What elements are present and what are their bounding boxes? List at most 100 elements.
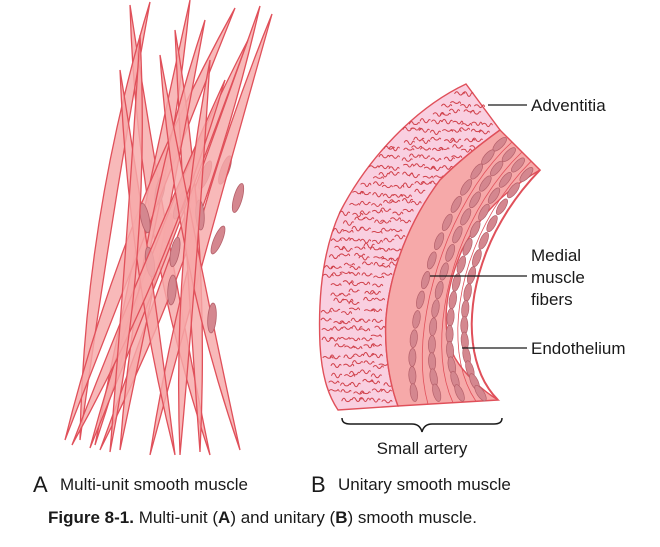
connective-squiggle <box>351 397 363 403</box>
connective-squiggle <box>349 307 361 311</box>
connective-squiggle <box>380 388 392 394</box>
muscle-fiber <box>149 13 273 456</box>
connective-squiggle <box>444 139 456 143</box>
connective-squiggle <box>341 311 353 316</box>
connective-squiggle <box>378 164 390 170</box>
connective-squiggle <box>363 344 375 349</box>
connective-squiggle <box>333 297 345 303</box>
medial-cell-nucleus <box>478 232 489 250</box>
medial-cell-nucleus <box>495 198 508 215</box>
medial-cell-nucleus <box>420 270 431 290</box>
caption-text-3: ) smooth muscle. <box>347 508 477 527</box>
connective-squiggle <box>383 145 395 150</box>
connective-squiggle <box>330 292 342 297</box>
connective-squiggle <box>359 226 371 231</box>
connective-squiggle <box>371 308 383 313</box>
connective-squiggle <box>408 153 420 158</box>
connective-squiggle <box>339 237 351 241</box>
medial-cell-boundary <box>421 141 513 405</box>
connective-squiggle <box>409 173 421 179</box>
connective-squiggle <box>420 180 432 185</box>
medial-cell-nucleus <box>412 310 421 329</box>
connective-squiggle <box>429 129 441 135</box>
connective-squiggle <box>410 127 422 131</box>
connective-squiggle <box>341 397 353 403</box>
connective-squiggle <box>330 283 342 287</box>
connective-squiggle <box>339 210 351 216</box>
connective-squiggle <box>460 104 472 109</box>
medial-cell-nucleus <box>445 324 454 344</box>
connective-squiggle <box>441 103 453 108</box>
medial-cell-nucleus <box>433 232 445 250</box>
figure-number: Figure 8-1. <box>48 508 134 527</box>
connective-squiggle <box>331 272 343 277</box>
medial-cell-nucleus <box>441 213 453 232</box>
connective-squiggle <box>422 175 434 179</box>
connective-squiggle <box>462 91 474 97</box>
connective-squiggle <box>464 138 476 143</box>
medial-cell-nucleus <box>501 147 516 162</box>
connective-squiggle <box>374 325 386 330</box>
connective-squiggle <box>370 373 382 379</box>
connective-squiggle <box>441 118 453 125</box>
connective-squiggle <box>363 216 375 221</box>
connective-squiggle <box>351 346 363 350</box>
connective-squiggle <box>373 297 385 301</box>
medial-cell-nucleus <box>461 299 470 319</box>
connective-squiggle <box>340 389 352 393</box>
connective-squiggle <box>342 298 354 303</box>
medial-cell-nucleus <box>490 160 504 177</box>
connective-squiggle <box>400 194 412 199</box>
connective-squiggle <box>331 372 343 379</box>
connective-squiggle <box>370 334 382 338</box>
connective-squiggle <box>411 145 423 149</box>
connective-squiggle <box>418 127 430 133</box>
figure-caption: Figure 8-1. Multi-unit (A) and unitary (… <box>48 508 477 528</box>
connective-squiggle <box>383 199 395 204</box>
connective-squiggle <box>328 380 340 384</box>
medial-cell-nucleus <box>460 179 473 196</box>
connective-squiggle <box>391 228 403 233</box>
connective-squiggle <box>363 352 375 358</box>
muscle-fiber <box>159 54 241 451</box>
connective-squiggle <box>471 121 483 126</box>
connective-squiggle <box>320 317 332 322</box>
connective-squiggle <box>371 318 383 323</box>
medial-cell-nucleus <box>434 280 444 300</box>
medial-cell-nucleus <box>408 348 417 367</box>
connective-squiggle <box>358 397 370 402</box>
medial-cell-nucleus <box>463 283 472 302</box>
connective-squiggle <box>470 128 482 133</box>
connective-squiggle <box>452 144 464 149</box>
connective-squiggle <box>402 197 414 204</box>
connective-squiggle <box>362 261 374 266</box>
connective-squiggle <box>481 122 493 128</box>
small-artery-illustration <box>318 83 542 411</box>
medial-cell-nucleus <box>469 191 481 209</box>
connective-squiggle <box>339 320 351 325</box>
connective-squiggle <box>378 153 390 159</box>
connective-squiggle <box>341 247 353 252</box>
connective-squiggle <box>402 208 414 213</box>
connective-squiggle <box>438 146 450 150</box>
connective-squiggle <box>389 199 401 203</box>
connective-squiggle <box>450 129 462 133</box>
connective-squiggle <box>448 108 460 114</box>
fiber-nucleus <box>169 236 181 268</box>
medial-cell-nucleus <box>456 255 467 274</box>
connective-squiggle <box>410 200 422 206</box>
connective-squiggle <box>343 363 355 367</box>
connective-squiggle <box>340 382 352 387</box>
adventitia-connective-tissue <box>320 91 493 404</box>
medial-cell-nucleus <box>448 290 457 310</box>
connective-squiggle <box>339 253 351 257</box>
fiber-nucleus <box>210 225 226 255</box>
connective-squiggle <box>430 157 442 162</box>
connective-squiggle <box>419 139 431 145</box>
connective-squiggle <box>470 110 482 115</box>
connective-squiggle <box>399 219 411 224</box>
connective-squiggle <box>443 156 455 162</box>
caption-ref-a: A <box>218 508 231 527</box>
connective-squiggle <box>471 137 483 143</box>
connective-squiggle <box>363 242 375 249</box>
